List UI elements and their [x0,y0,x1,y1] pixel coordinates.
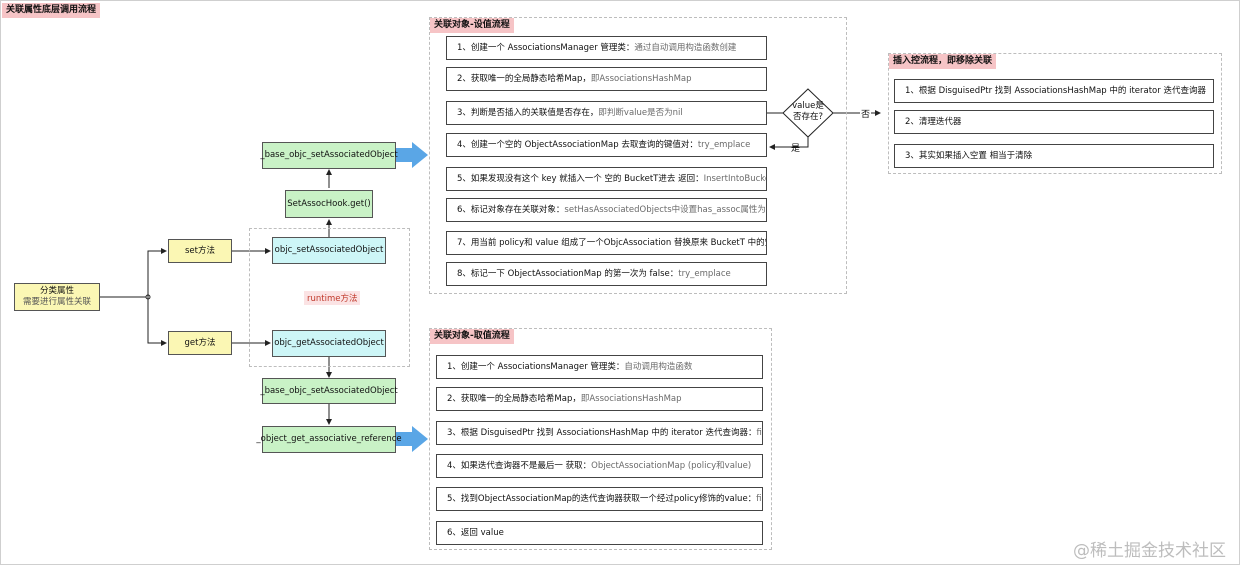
get-flow-group [429,328,772,550]
remove-step-2: 2、清理迭代器 [894,110,1214,134]
set-step-3: 3、判断是否插入的关联值是否存在，即判断value是否为nil [446,101,767,125]
main-title: 关联属性底层调用流程 [2,3,101,18]
object-get-node: _object_get_associative_reference [256,426,402,453]
set-step-4: 4、创建一个空的 ObjectAssociationMap 去取查询的键值对：t… [446,133,767,157]
remove-flow-title: 插入控流程，即移除关联 [889,54,997,69]
runtime-group [249,228,410,367]
set-flow-title: 关联对象-设值流程 [430,18,514,33]
objc-set-node: objc_setAssociatedObject [272,237,386,264]
arrow-to-set-flow [396,142,428,168]
category-title: 分类属性 [39,286,74,296]
set-step-2: 2、获取唯一的全局静态哈希Map，即AssociationsHashMap [446,67,767,91]
get-step-4: 4、如果迭代查询器不是最后一 获取：ObjectAssociationMap (… [436,454,763,478]
connector-to-set [147,248,167,297]
decision-text: value是 否存在? [783,101,833,123]
base-get-node: _base_objc_setAssociatedObject [260,378,398,404]
hook-node: SetAssocHook.get() [285,190,373,218]
objc-get-node: objc_getAssociatedObject [272,330,386,357]
get-step-1: 1、创建一个 AssociationsManager 管理类：自动调用构造函数 [436,355,763,379]
get-step-5: 5、找到ObjectAssociationMap的迭代查询器获取一个经过poli… [436,487,763,511]
decision-diamond [782,88,834,138]
set-step-6: 6、标记对象存在关联对象：setHasAssociatedObjects中设置h… [446,198,767,222]
get-flow-title: 关联对象-取值流程 [430,329,514,344]
base-set-node: _base_objc_setAssociatedObject [260,142,398,169]
set-step-1: 1、创建一个 AssociationsManager 管理类：通过自动调用构造函… [446,36,767,60]
runtime-label: runtime方法 [304,291,361,305]
set-step-7: 7、用当前 policy和 value 组成了一个ObjcAssociation… [446,231,767,255]
remove-flow-group [888,53,1222,174]
get-step-3: 3、根据 DisguisedPtr 找到 AssociationsHashMap… [436,421,763,445]
remove-step-3: 3、其实如果插入空置 相当于清除 [894,144,1214,168]
remove-step-1: 1、根据 DisguisedPtr 找到 AssociationsHashMap… [894,79,1214,103]
get-step-2: 2、获取唯一的全局静态哈希Map，即AssociationsHashMap [436,387,763,411]
category-subtitle: 需要进行属性关联 [22,297,91,307]
watermark: @稀土掘金技术社区 [1073,541,1226,561]
arrow-to-get-flow [396,426,428,452]
set-flow-group [429,17,847,294]
decision-line-2: 否存在? [792,112,823,122]
get-step-6: 6、返回 value [436,521,763,545]
set-step-8: 8、标记一下 ObjectAssociationMap 的第一次为 false：… [446,262,767,286]
decision-no-label: 否 [860,107,872,120]
decision-line-1: value是 [792,101,824,111]
decision-yes-label: 是 [791,144,801,154]
set-method-node: set方法 [168,239,232,263]
set-step-5: 5、如果发现没有这个 key 就插入一个 空的 BucketT进去 返回：Ins… [446,167,767,191]
get-method-node: get方法 [168,331,232,355]
connector-to-get [147,297,167,346]
category-node: 分类属性 需要进行属性关联 [14,283,100,311]
